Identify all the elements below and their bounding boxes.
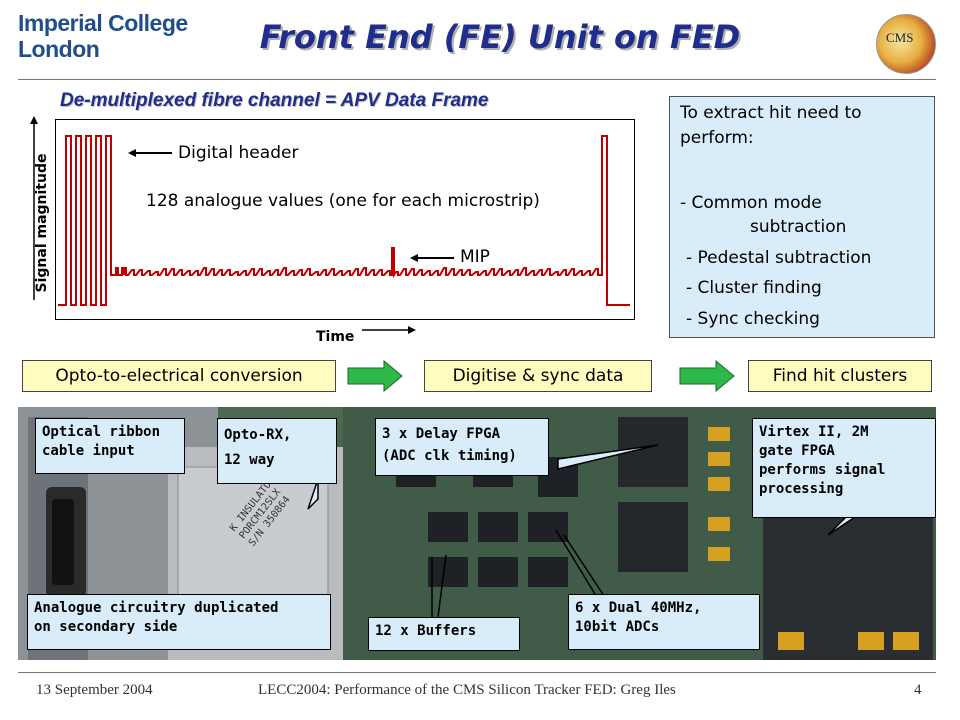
logo-text-line1: Imperial College xyxy=(18,10,188,36)
signal-subtitle: De-multiplexed fibre channel = APV Data … xyxy=(60,90,489,111)
analogue-values-trace xyxy=(123,247,600,279)
adc-leader-1 xyxy=(555,529,599,600)
digital-header-label: Digital header xyxy=(178,143,299,163)
flow-step-opto: Opto-to-electrical conversion xyxy=(22,360,336,392)
task-item: - Sync checking xyxy=(686,309,820,329)
flow-step-digitise: Digitise & sync data xyxy=(424,360,652,392)
page-number: 4 xyxy=(914,682,922,698)
callout-opto-rx: Opto-RX, 12 way xyxy=(217,418,337,484)
logo-text-line2: London xyxy=(18,36,100,62)
callout-virtex: Virtex II, 2M gate FPGA performs signal … xyxy=(752,418,936,518)
task-item: - Pedestal subtraction xyxy=(686,248,872,268)
x-axis-label: Time xyxy=(316,329,355,345)
buffers-leader-2 xyxy=(437,554,447,618)
callout-pointer-delay xyxy=(557,444,659,470)
y-axis-label: Signal magnitude xyxy=(34,153,50,293)
callout-pointer-opto xyxy=(307,478,319,510)
callout-analogue: Analogue circuitry duplicated on seconda… xyxy=(27,594,331,650)
flow-arrow-1 xyxy=(347,359,403,393)
callout-delay-fpga: 3 x Delay FPGA (ADC clk timing) xyxy=(375,418,549,476)
flow-arrow-2 xyxy=(679,359,735,393)
mip-label: MIP xyxy=(460,247,490,267)
callout-adcs: 6 x Dual 40MHz, 10bit ADCs xyxy=(568,594,760,650)
trailing-tick-trace xyxy=(598,135,630,306)
adc-leader-2 xyxy=(563,534,607,600)
cms-logo xyxy=(876,14,936,74)
header-divider xyxy=(18,79,936,80)
tasks-intro-line1: To extract hit need to xyxy=(680,103,862,123)
callout-optical-ribbon: Optical ribbon cable input xyxy=(35,418,185,474)
digital-header-trace xyxy=(58,135,125,306)
cms-logo-text: CMS xyxy=(886,30,914,45)
processing-tasks-box: To extract hit need to perform: - Common… xyxy=(669,96,935,338)
footer-date: 13 September 2004 xyxy=(36,682,153,698)
page-title: Front End (FE) Unit on FED xyxy=(259,18,741,56)
footer-title: LECC2004: Performance of the CMS Silicon… xyxy=(258,682,676,698)
analogue-values-label: 128 analogue values (one for each micros… xyxy=(146,191,540,211)
x-axis-arrowhead xyxy=(408,326,416,334)
tasks-intro-line2: perform: xyxy=(680,128,754,148)
flow-step-clusters: Find hit clusters xyxy=(748,360,932,392)
y-axis-arrowhead xyxy=(30,116,38,124)
task-item: subtraction xyxy=(750,217,847,237)
task-item: - Common mode xyxy=(680,193,822,213)
task-item: - Cluster finding xyxy=(686,278,822,298)
footer-divider xyxy=(18,672,936,673)
callout-buffers: 12 x Buffers xyxy=(368,617,520,651)
